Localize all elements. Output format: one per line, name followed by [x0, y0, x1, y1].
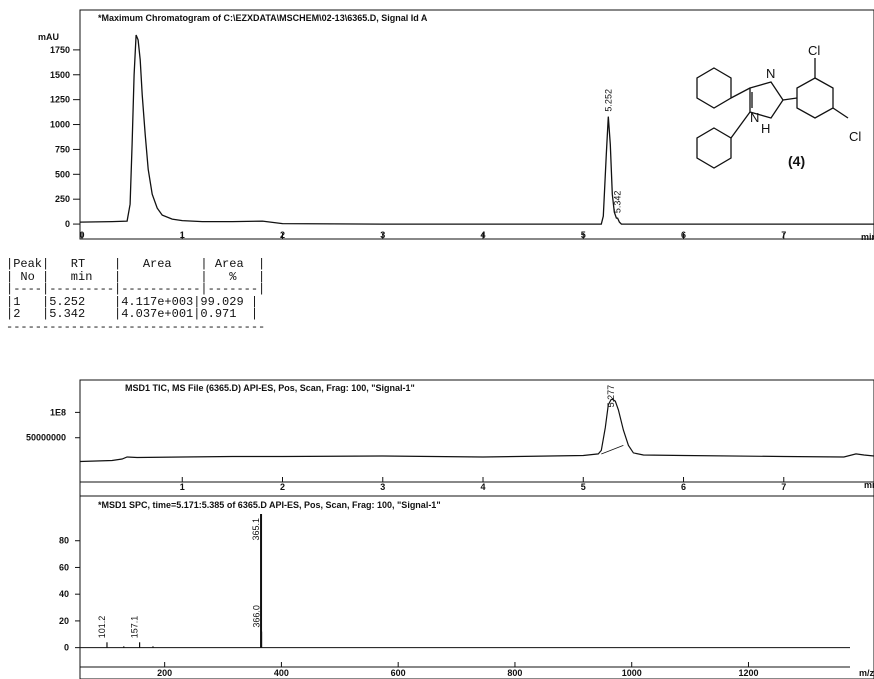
ms-panel-frame — [79, 495, 874, 679]
tic-x-tick-label: 1 — [180, 482, 185, 492]
uv-y-tick-label: 1750 — [50, 45, 70, 55]
chemical-structure — [696, 58, 849, 169]
tic-y-tick-label: 1E8 — [50, 407, 66, 417]
ms-panel-title: *MSD1 SPC, time=5.171:5.385 of 6365.D AP… — [98, 500, 441, 510]
atom-n-h: N — [750, 110, 759, 125]
phenyl-ring-bottom — [696, 127, 732, 169]
imidazole-ring — [749, 81, 784, 119]
ms-x-tick-label: 800 — [507, 668, 522, 678]
uv-x-tick-label: 4 — [481, 230, 486, 240]
uv-y-tick-label: 1500 — [50, 70, 70, 80]
atom-cl-top: Cl — [808, 43, 820, 58]
uv-y-tick-label: 250 — [55, 194, 70, 204]
dichlorophenyl-ring — [796, 77, 834, 119]
tic-x-axis-label: min — [864, 480, 874, 490]
compound-label: (4) — [788, 153, 805, 169]
tic-trace — [79, 398, 874, 463]
tic-x-tick-label: 4 — [481, 482, 486, 492]
phenyl-ring-top — [696, 67, 732, 109]
ms-y-tick-label: 80 — [59, 536, 69, 546]
tic-x-tick-label: 5 — [581, 482, 586, 492]
uv-x-tick-label: 1 — [180, 230, 185, 240]
uv-y-tick-label: 500 — [55, 169, 70, 179]
ms-y-tick-label: 60 — [59, 562, 69, 572]
ms-y-tick-label: 20 — [59, 616, 69, 626]
tic-panel-title: MSD1 TIC, MS File (6365.D) API-ES, Pos, … — [125, 383, 415, 393]
uv-y-tick-label: 1250 — [50, 95, 70, 105]
tic-x-tick-label: 6 — [681, 482, 686, 492]
ms-x-tick-label: 200 — [157, 668, 172, 678]
peak-table: |Peak| RT | Area | Area | | No | min | |… — [6, 257, 266, 334]
ms-y-tick-label: 40 — [59, 589, 69, 599]
atom-n: N — [766, 66, 775, 81]
tic-peak-baseline — [601, 444, 624, 455]
uv-x-tick-label: 6 — [681, 230, 686, 240]
ms-x-axis-label: m/z — [859, 668, 874, 678]
atom-h: H — [761, 121, 770, 136]
uv-y-axis-label: mAU — [38, 32, 59, 42]
uv-y-tick-label: 0 — [65, 219, 70, 229]
tic-peak-label: 5.277 — [606, 385, 616, 408]
tic-x-tick-label: 3 — [380, 482, 385, 492]
ms-x-tick-label: 1200 — [738, 668, 758, 678]
atom-cl-bottom: Cl — [849, 129, 861, 144]
uv-peak-label: 5.252 — [604, 89, 614, 112]
uv-x-tick-label: 2 — [280, 230, 285, 240]
uv-x-axis-label: min — [861, 232, 874, 242]
ms-y-tick-label: 0 — [64, 643, 69, 653]
uv-y-tick-label: 1000 — [50, 120, 70, 130]
tic-x-tick-label: 7 — [781, 482, 786, 492]
ms-peak-label: 365.1 — [251, 518, 261, 541]
uv-x-tick-label: 5 — [581, 230, 586, 240]
uv-x-tick-label: 7 — [781, 230, 786, 240]
tic-panel-frame — [79, 379, 874, 497]
ms-peak-label: 157.1 — [130, 616, 140, 639]
uv-panel-title: *Maximum Chromatogram of C:\EZXDATA\MSCH… — [98, 13, 428, 23]
uv-x-tick-label: 3 — [380, 230, 385, 240]
uv-x-tick-label: 0 — [79, 230, 84, 240]
uv-peak-label: 5.342 — [613, 191, 623, 214]
tic-x-tick-label: 2 — [280, 482, 285, 492]
ms-x-tick-label: 1000 — [622, 668, 642, 678]
ms-peak-label: 101.2 — [97, 616, 107, 639]
tic-y-tick-label: 50000000 — [26, 433, 66, 443]
ms-peak-label: 366.0 — [252, 605, 262, 628]
uv-trace — [79, 34, 874, 225]
ms-x-tick-label: 600 — [391, 668, 406, 678]
uv-y-tick-label: 750 — [55, 144, 70, 154]
ms-x-tick-label: 400 — [274, 668, 289, 678]
